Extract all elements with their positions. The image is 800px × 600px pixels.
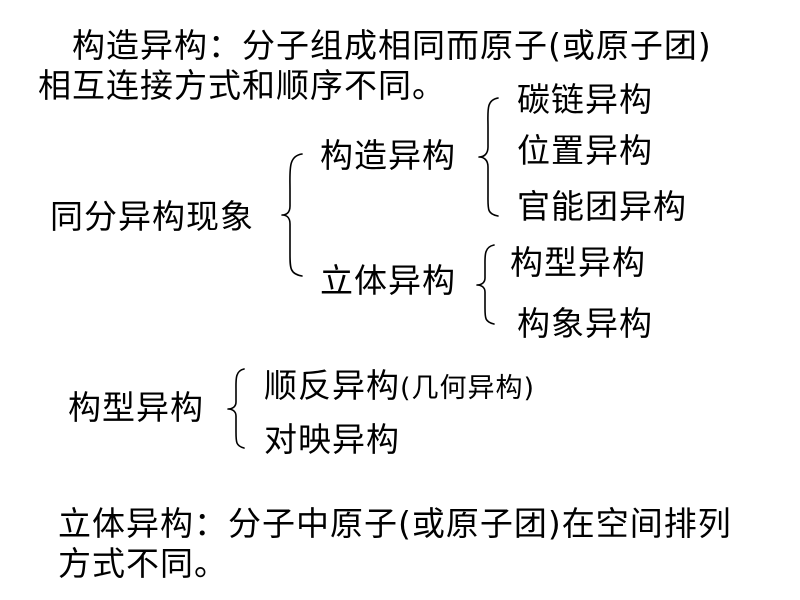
configurational-isomerism-label: 构型异构: [68, 388, 204, 427]
cis-trans-isomerism: 顺反异构(几何异构): [264, 369, 535, 402]
constitutional-isomerism-definition: 构造异构：分子组成相同而原子(或原子团) 相互连接方式和顺序不同。: [38, 26, 712, 105]
constitutional-isomerism-label: 构造异构: [320, 136, 456, 175]
constitutional-brace: [478, 97, 499, 217]
position-isomerism: 位置异构: [517, 131, 653, 170]
definition-line-2: 方式不同。: [58, 543, 228, 583]
stereo-brace: [476, 244, 495, 325]
conformational-isomerism: 构象异构: [517, 304, 653, 343]
tree-root-label: 同分异构现象: [50, 197, 254, 236]
definition-line-1: 构造异构：分子组成相同而原子(或原子团): [72, 26, 712, 65]
cis-trans-isomerism-label: 顺反异构: [264, 366, 400, 405]
functional-group-isomerism: 官能团异构: [517, 187, 687, 226]
carbon-chain-isomerism: 碳链异构: [517, 80, 653, 119]
configurational-brace: [227, 368, 245, 449]
enantiomerism: 对映异构: [264, 420, 400, 459]
stereoisomerism-label: 立体异构: [320, 261, 456, 300]
stereoisomerism-definition: 立体异构：分子中原子(或原子团)在空间排列 方式不同。: [58, 504, 732, 583]
main-brace: [281, 153, 303, 277]
definition-line-1: 立体异构：分子中原子(或原子团)在空间排列: [58, 504, 732, 543]
geometric-isomerism-note: (几何异构): [400, 373, 536, 404]
definition-line-2: 相互连接方式和顺序不同。: [38, 65, 446, 105]
configurational-isomerism: 构型异构: [510, 243, 646, 282]
